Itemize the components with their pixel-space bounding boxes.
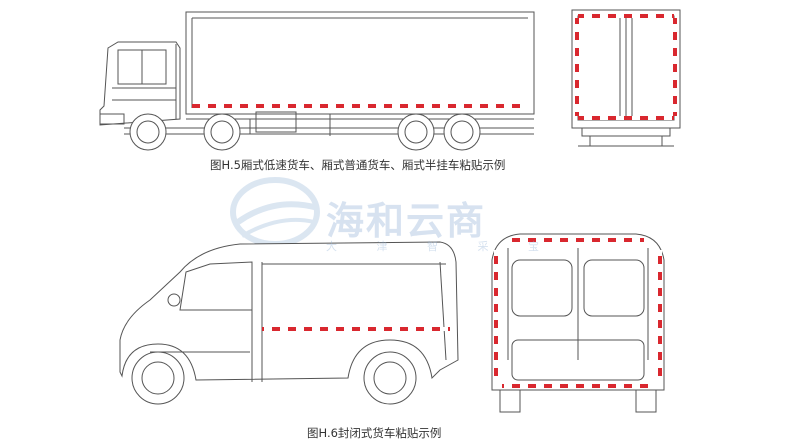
rear-bottom-reflective-strip: [578, 116, 674, 120]
front-wheel: [130, 114, 166, 150]
van-front-wheel: [132, 352, 184, 404]
van-rear-bottom-reflective-strip: [502, 384, 654, 388]
van-side-reflective-strip: [262, 327, 450, 331]
van-rear-view: [492, 234, 664, 412]
van-rear-left-reflective-strip: [494, 250, 498, 380]
van-rear-top-reflective-strip: [512, 238, 644, 242]
drive-wheel-1: [204, 114, 240, 150]
rear-top-reflective-strip: [578, 14, 674, 18]
box-truck-side-view: [100, 12, 534, 150]
watermark-subtitle: 大 津 智 采 宝: [326, 240, 557, 253]
box-truck-rear-view: [572, 10, 680, 146]
van-side-view: [120, 242, 458, 404]
watermark-title: 海和云商: [326, 199, 487, 243]
van-rear-wheel: [364, 352, 416, 404]
rear-left-reflective-strip: [575, 18, 579, 116]
figure-h5-caption: 图H.5厢式低速货车、厢式普通货车、厢式半挂车粘贴示例: [210, 158, 506, 172]
rear-right-reflective-strip: [673, 18, 677, 116]
figure-h6-caption: 图H.6封闭式货车粘贴示例: [307, 426, 442, 440]
van-rear-right-reflective-strip: [658, 250, 662, 380]
side-reflective-strip: [192, 104, 528, 108]
rear-wheel-1: [398, 114, 434, 150]
swoosh-globe-logo-icon: [233, 180, 318, 244]
rear-wheel-2: [444, 114, 480, 150]
